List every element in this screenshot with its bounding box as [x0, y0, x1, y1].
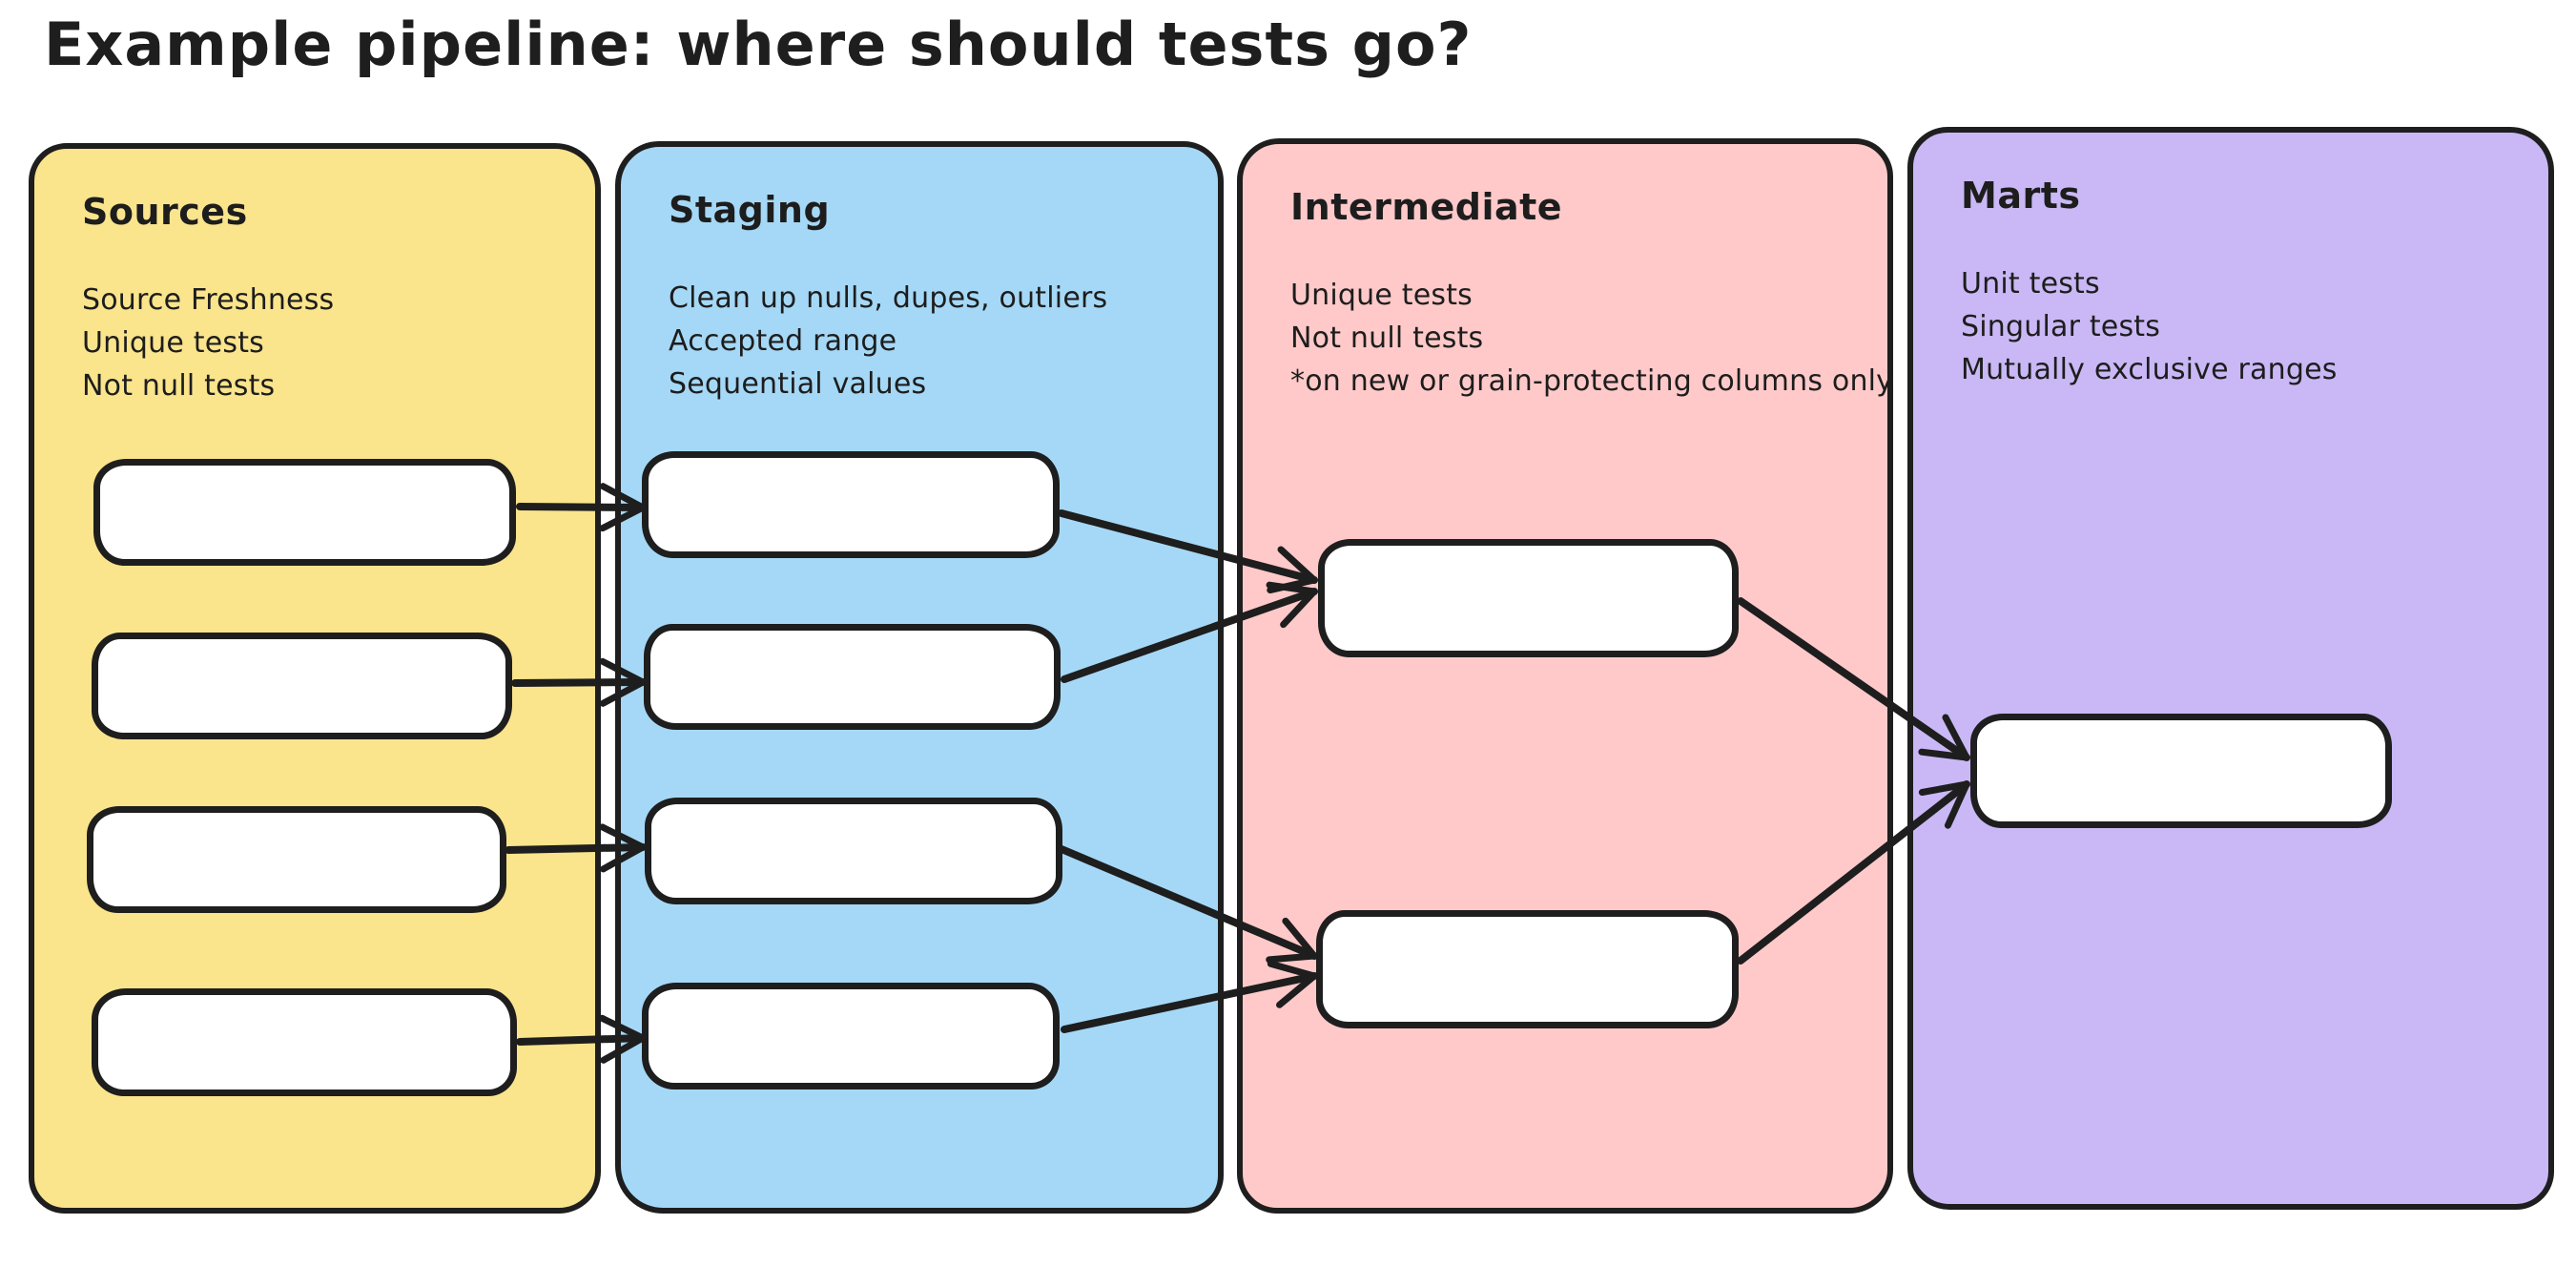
column-sources-title: Sources — [82, 191, 248, 233]
model-node-source-2 — [92, 633, 512, 739]
note-line: *on new or grain-protecting columns only — [1290, 364, 1894, 398]
model-node-staging-1 — [642, 451, 1060, 558]
model-node-staging-3 — [645, 798, 1062, 904]
note-line: Unique tests — [82, 326, 264, 360]
note-line: Unique tests — [1290, 279, 1473, 312]
note-line: Not null tests — [1290, 322, 1484, 355]
model-node-staging-4 — [642, 983, 1060, 1090]
column-staging-notes: Clean up nulls, dupes, outliers Accepted… — [669, 277, 1218, 405]
column-intermediate-notes: Unique tests Not null tests *on new or g… — [1290, 274, 1894, 403]
column-marts-title: Marts — [1961, 175, 2081, 217]
note-line: Accepted range — [669, 324, 897, 358]
model-node-source-4 — [92, 988, 517, 1096]
model-node-source-3 — [87, 806, 506, 913]
note-line: Mutually exclusive ranges — [1961, 353, 2338, 386]
model-node-mart-1 — [1970, 714, 2392, 828]
note-line: Not null tests — [82, 369, 276, 403]
note-line: Source Freshness — [82, 283, 335, 317]
column-intermediate-title: Intermediate — [1290, 186, 1563, 228]
column-marts-notes: Unit tests Singular tests Mutually exclu… — [1961, 262, 2548, 391]
model-node-source-1 — [93, 459, 516, 566]
column-marts: Marts Unit tests Singular tests Mutually… — [1907, 127, 2554, 1210]
column-intermediate: Intermediate Unique tests Not null tests… — [1237, 138, 1893, 1214]
model-node-intermediate-2 — [1316, 910, 1739, 1028]
note-line: Unit tests — [1961, 267, 2100, 301]
column-sources-notes: Source Freshness Unique tests Not null t… — [82, 279, 595, 407]
note-line: Clean up nulls, dupes, outliers — [669, 281, 1108, 315]
note-line: Singular tests — [1961, 310, 2161, 343]
column-staging-title: Staging — [669, 189, 831, 231]
model-node-staging-2 — [644, 624, 1061, 730]
page-title: Example pipeline: where should tests go? — [44, 10, 1473, 79]
model-node-intermediate-1 — [1318, 539, 1739, 657]
note-line: Sequential values — [669, 367, 927, 401]
